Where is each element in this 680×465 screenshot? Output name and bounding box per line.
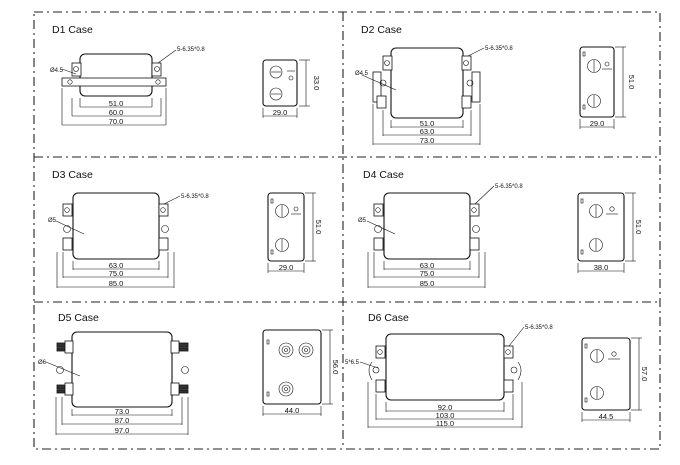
case-d1: D1 Case 5-6.35*0.8 Ø4.5 51.0 60.0 70.0 3… <box>50 24 321 126</box>
terminal-label: 5-6.35*0.8 <box>485 46 513 52</box>
hole-label: 5*6.5 <box>345 360 360 366</box>
case-d6: D6 Case 5*6.5 5-6.35*0.8 92.0 103.0 115.… <box>345 312 649 428</box>
case-title: D1 Case <box>52 24 93 36</box>
dim-2: 75.0 <box>109 269 124 278</box>
dim-1: 73.0 <box>115 407 130 416</box>
side-height: 51.0 <box>314 220 323 235</box>
dim-2: 75.0 <box>420 269 435 278</box>
terminal-label: 5-6.35*0.8 <box>495 184 523 190</box>
side-height: 51.0 <box>634 220 643 235</box>
frame <box>33 11 661 450</box>
terminal-label: 5-6.35*0.8 <box>525 325 553 331</box>
hole-label: Ø4.5 <box>50 68 64 74</box>
terminal-label: 5-6.35*0.8 <box>181 194 209 200</box>
hole-label: Ø6 <box>38 360 47 366</box>
terminal-label: 5-6.35*0.8 <box>177 47 205 53</box>
dim-1: 63.0 <box>109 261 124 270</box>
case-title: D3 Case <box>52 169 93 181</box>
dim-2: 63.0 <box>420 127 435 136</box>
side-width: 38.0 <box>594 263 609 272</box>
dim-1: 92.0 <box>438 403 453 412</box>
dim-3: 73.0 <box>420 136 435 145</box>
case-d4: D4 Case 5-6.35*0.8 Ø5 63.0 75.0 85.0 51.… <box>358 169 643 288</box>
side-height: 56.0 <box>331 360 340 375</box>
side-width: 29.0 <box>590 119 605 128</box>
case-d5: D5 Case Ø6 73.0 87.0 97.0 56.0 44.0 <box>38 312 340 435</box>
case-title: D6 Case <box>368 312 409 324</box>
side-height: 33.0 <box>312 76 321 91</box>
dim-3: 97.0 <box>115 426 130 435</box>
dim-1: 63.0 <box>420 261 435 270</box>
dim-3: 115.0 <box>436 419 454 428</box>
dim-2: 103.0 <box>436 411 455 420</box>
dim-3: 85.0 <box>420 279 435 288</box>
case-d2: D2 Case 5-6.35*0.8 Ø4.5 51.0 63.0 73.0 5… <box>355 24 636 145</box>
case-title: D5 Case <box>58 312 99 324</box>
side-width: 29.0 <box>273 108 288 117</box>
hole-label: Ø5 <box>358 218 367 224</box>
dim-3: 70.0 <box>109 117 124 126</box>
hole-label: Ø4.5 <box>355 71 369 77</box>
case-d3: D3 Case 5-6.35*0.8 Ø5 63.0 75.0 85.0 51.… <box>48 169 323 288</box>
dim-1: 51.0 <box>109 99 124 108</box>
dim-1: 51.0 <box>420 119 435 128</box>
dim-2: 87.0 <box>115 416 130 425</box>
hole-label: Ø5 <box>48 218 57 224</box>
side-width: 29.0 <box>279 263 294 272</box>
case-title: D2 Case <box>361 24 402 36</box>
side-height: 51.0 <box>627 75 636 90</box>
side-width: 44.0 <box>285 406 300 415</box>
dim-2: 60.0 <box>109 108 124 117</box>
side-height: 57.0 <box>640 367 649 382</box>
case-title: D4 Case <box>363 169 404 181</box>
side-width: 44.5 <box>599 412 614 421</box>
dim-3: 85.0 <box>109 279 124 288</box>
